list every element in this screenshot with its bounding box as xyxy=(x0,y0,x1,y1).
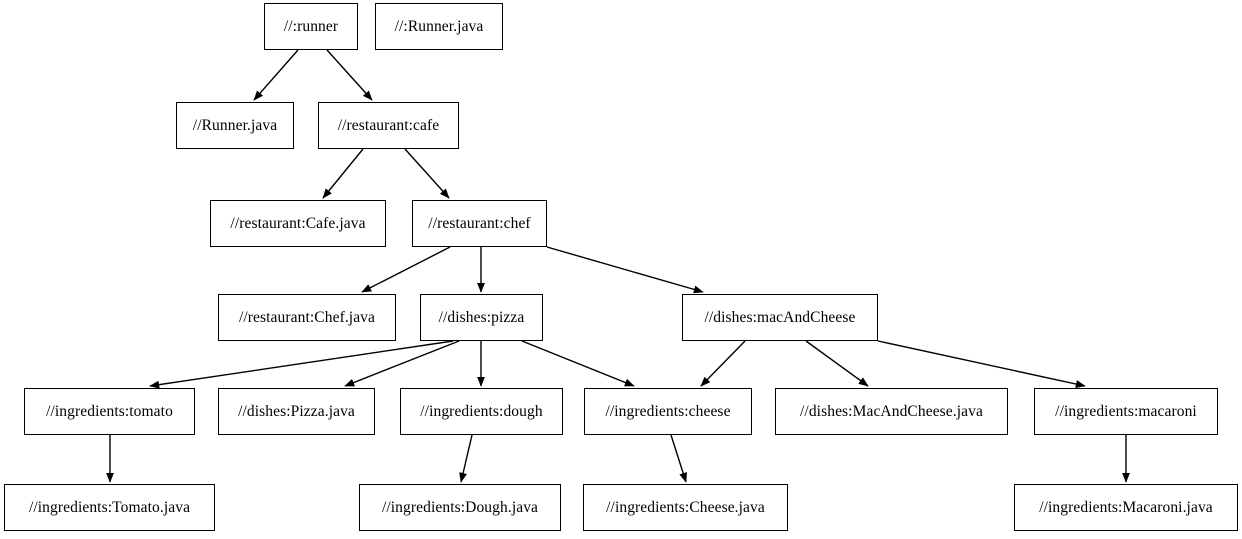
graph-node-label: //dishes:Pizza.java xyxy=(238,402,355,420)
graph-node-restaurant_chef[interactable]: //restaurant:chef xyxy=(412,200,547,247)
graph-node-label: //dishes:macAndCheese xyxy=(704,308,856,326)
graph-node-dishes_macandcheese[interactable]: //dishes:macAndCheese xyxy=(682,294,878,341)
graph-node-label: //ingredients:Cheese.java xyxy=(606,498,765,516)
graph-node-dishes_mac_java[interactable]: //dishes:MacAndCheese.java xyxy=(775,388,1008,435)
graph-node-restaurant_chef_java[interactable]: //restaurant:Chef.java xyxy=(218,294,396,341)
graph-node-ing_macaroni_java[interactable]: //ingredients:Macaroni.java xyxy=(1014,484,1238,531)
graph-node-ing_cheese[interactable]: //ingredients:cheese xyxy=(584,388,752,435)
graph-node-label: //restaurant:chef xyxy=(428,214,531,232)
graph-node-dishes_pizza_java[interactable]: //dishes:Pizza.java xyxy=(218,388,375,435)
graph-node-runner[interactable]: //:runner xyxy=(264,3,358,50)
graph-node-label: //Runner.java xyxy=(192,116,278,134)
graph-node-ing_cheese_java[interactable]: //ingredients:Cheese.java xyxy=(583,484,788,531)
graph-node-ing_macaroni[interactable]: //ingredients:macaroni xyxy=(1034,388,1218,435)
graph-node-ing_dough[interactable]: //ingredients:dough xyxy=(400,388,563,435)
graph-node-restaurant_cafe_java[interactable]: //restaurant:Cafe.java xyxy=(210,200,386,247)
graph-node-runner_java[interactable]: //Runner.java xyxy=(176,102,294,149)
graph-node-label: //ingredients:dough xyxy=(420,402,543,420)
graph-node-ing_tomato[interactable]: //ingredients:tomato xyxy=(24,388,195,435)
graph-node-label: //restaurant:cafe xyxy=(337,116,440,134)
graph-node-label: //:Runner.java xyxy=(394,17,484,35)
graph-node-root_runner_java[interactable]: //:Runner.java xyxy=(375,3,503,50)
graph-node-dishes_pizza[interactable]: //dishes:pizza xyxy=(420,294,543,341)
graph-node-restaurant_cafe[interactable]: //restaurant:cafe xyxy=(318,102,459,149)
graph-node-label: //ingredients:Tomato.java xyxy=(28,498,191,516)
graph-node-label: //ingredients:cheese xyxy=(605,402,731,420)
graph-node-label: //ingredients:tomato xyxy=(46,402,173,420)
graph-node-ing_tomato_java[interactable]: //ingredients:Tomato.java xyxy=(4,484,215,531)
graph-node-ing_dough_java[interactable]: //ingredients:Dough.java xyxy=(359,484,561,531)
graph-node-label: //:runner xyxy=(283,17,339,35)
graph-node-label: //restaurant:Chef.java xyxy=(238,308,376,326)
graph-node-label: //dishes:MacAndCheese.java xyxy=(800,402,983,420)
graph-node-label: //dishes:pizza xyxy=(438,308,525,326)
graph-node-label: //ingredients:macaroni xyxy=(1055,402,1197,420)
graph-node-label: //ingredients:Macaroni.java xyxy=(1039,498,1213,516)
graph-node-label: //restaurant:Cafe.java xyxy=(230,214,366,232)
graph-node-label: //ingredients:Dough.java xyxy=(381,498,539,516)
